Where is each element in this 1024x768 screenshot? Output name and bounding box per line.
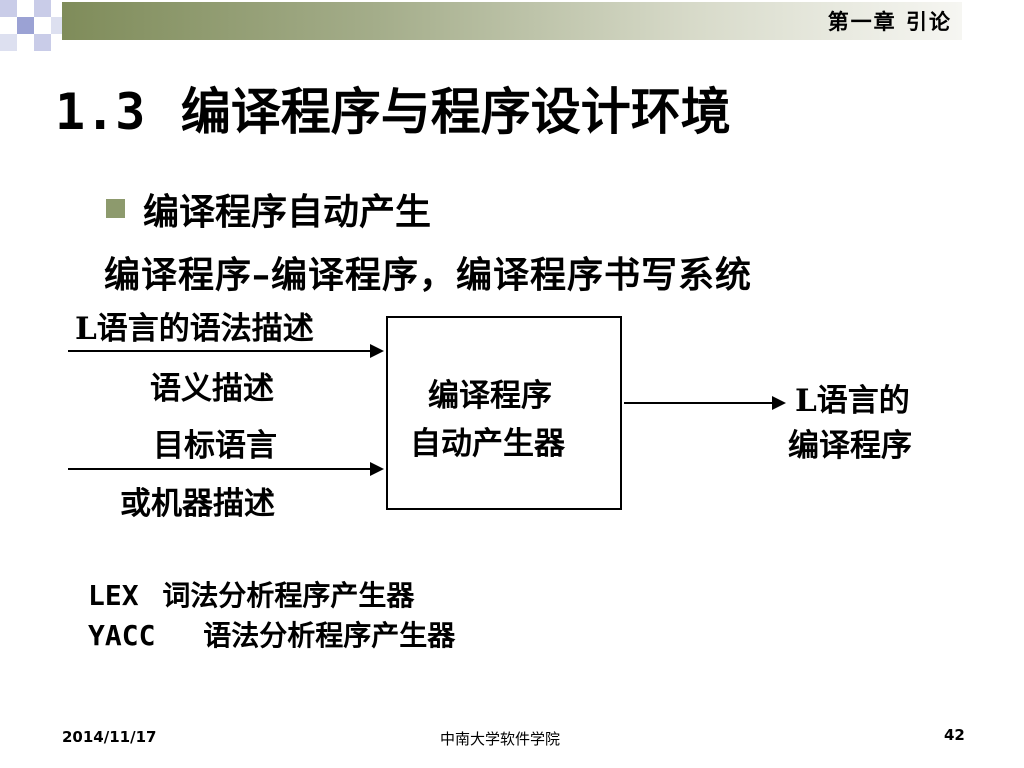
tool-name: YACC [88, 619, 156, 652]
input-arrow-top [68, 344, 384, 358]
tool-desc: 语法分析程序产生器 [203, 619, 456, 652]
square-bullet-icon [106, 199, 125, 218]
section-title: 编译程序与程序设计环境 [180, 82, 731, 141]
generator-label-line2: 自动产生器 [410, 426, 565, 462]
subheading: 编译程序–编译程序，编译程序书写系统 [104, 254, 753, 296]
output-label-line2: 编译程序 [788, 428, 912, 464]
input-target-label: 目标语言 [153, 428, 277, 464]
section-number: 1.3 [55, 83, 146, 141]
generator-label-line1: 编译程序 [428, 378, 552, 414]
deco-square [17, 17, 34, 34]
tool-yacc: YACC 语法分析程序产生器 [88, 614, 455, 654]
deco-square [34, 0, 51, 17]
output-label-line1: L语言的 [795, 383, 910, 419]
tool-lex: LEX 词法分析程序产生器 [88, 574, 414, 614]
input-syntax-label: L语言的语法描述 [75, 311, 314, 347]
footer-page-number: 42 [944, 726, 965, 744]
deco-square [0, 34, 17, 51]
deco-square [0, 0, 17, 17]
deco-square [34, 34, 51, 51]
output-arrow [624, 396, 786, 410]
input-machine-label: 或机器描述 [120, 486, 275, 522]
input-semantic-label: 语义描述 [150, 371, 274, 407]
chapter-label: 第一章 引论 [827, 9, 952, 34]
tool-desc: 词法分析程序产生器 [162, 579, 415, 612]
tool-name: LEX [88, 579, 139, 612]
input-arrow-bottom [68, 462, 384, 476]
generator-box [386, 316, 622, 510]
footer-organization: 中南大学软件学院 [440, 730, 561, 748]
bullet-item: 编译程序自动产生 [106, 183, 431, 235]
slide-title: 1.3 编译程序与程序设计环境 [55, 72, 731, 144]
header-band [62, 2, 962, 40]
bullet-text: 编译程序自动产生 [143, 191, 432, 233]
footer-date: 2014/11/17 [62, 728, 157, 746]
